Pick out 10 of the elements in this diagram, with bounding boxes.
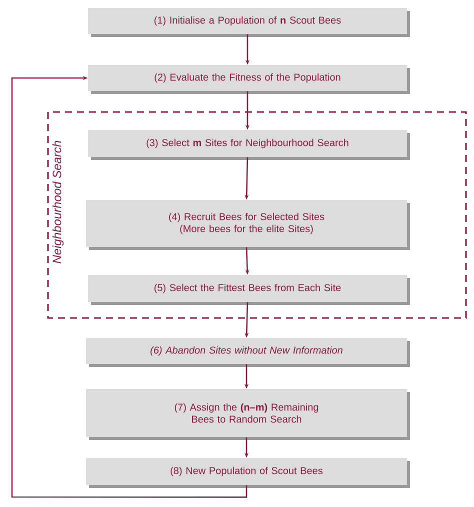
process-box: (7) Assign the (n–m) Remaining Bees to Random Search xyxy=(86,389,410,440)
process-box: (3) Select m Sites for Neighbourhood Search xyxy=(88,130,410,160)
process-box: (2) Evaluate the Fitness of the Population xyxy=(88,65,410,94)
group-label: Neighbourhood Search xyxy=(52,140,64,264)
arrow xyxy=(11,76,248,498)
process-box: (5) Select the Fittest Bees from Each Site xyxy=(88,275,410,305)
process-box: (6) Abandon Sites without New Information xyxy=(86,338,410,367)
process-box: (1) Initialise a Population of n Scout Bees xyxy=(88,8,410,37)
process-box: (4) Recruit Bees for Selected Sites (More bees for the elite Sites) xyxy=(86,200,410,250)
process-box: (8) New Population of Scout Bees xyxy=(86,458,410,488)
